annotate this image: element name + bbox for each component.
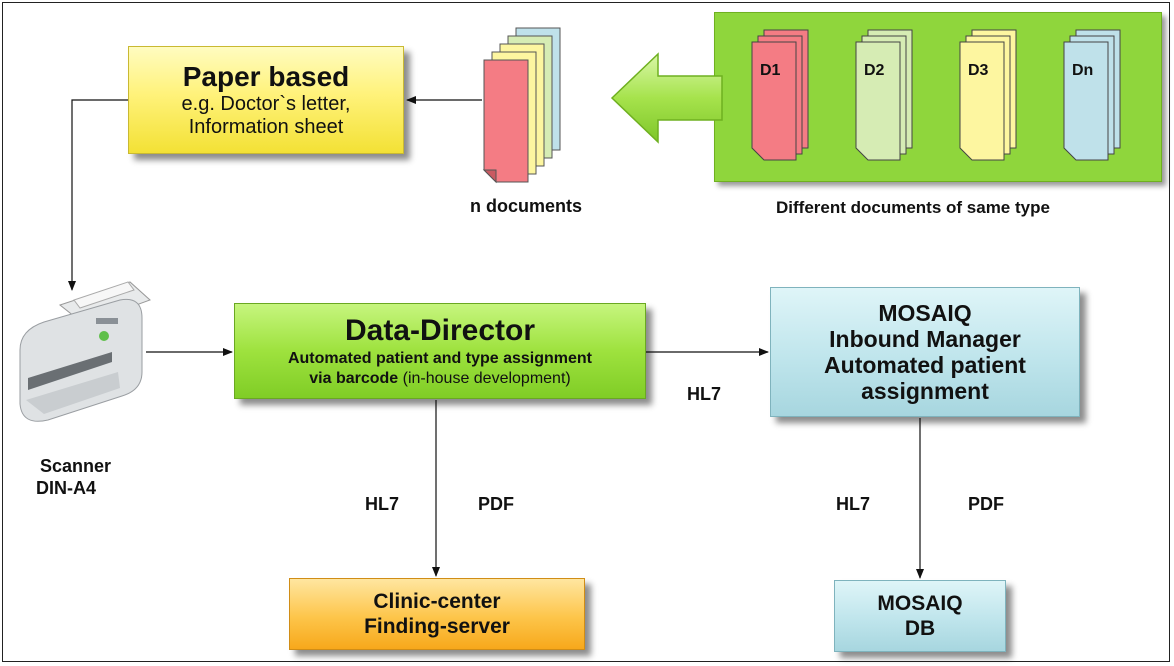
mosaiq-db-box: MOSAIQ DB [834, 580, 1006, 652]
doc-stack-d2 [855, 29, 913, 161]
clinic-center-line2: Finding-server [364, 615, 510, 638]
paper-based-box: Paper based e.g. Doctor`s letter, Inform… [128, 46, 404, 154]
n-documents-label: n documents [470, 196, 583, 216]
data-director-line2-rest: (in-house development) [398, 370, 571, 387]
paper-based-line2: Information sheet [188, 116, 344, 138]
clinic-center-box: Clinic-center Finding-server [289, 578, 585, 650]
mosaiq-line1: MOSAIQ [878, 300, 972, 326]
data-director-line1: Automated patient and type assignment [287, 350, 593, 367]
n-documents-stack [482, 27, 561, 184]
hl7-label-right: HL7 [836, 494, 871, 514]
doc-label-d3: D3 [968, 62, 989, 79]
data-director-box: Data-Director Automated patient and type… [234, 303, 646, 399]
doc-stack-d1 [751, 29, 809, 161]
paper-based-line1: e.g. Doctor`s letter, [181, 93, 351, 115]
data-director-line2-bold: via barcode [309, 370, 399, 387]
hl7-label-top: HL7 [687, 384, 722, 404]
data-director-line2: via barcode (in-house development) [309, 369, 570, 389]
scanner-label-line2: DIN-A4 [36, 478, 97, 498]
doc-label-dn: Dn [1072, 62, 1094, 79]
big-left-arrow [610, 52, 723, 144]
doc-stack-d3 [959, 29, 1017, 161]
mosaiq-db-line1: MOSAIQ [877, 592, 963, 615]
mosaiq-db-line2: DB [904, 617, 936, 640]
mosaiq-line4: assignment [861, 378, 989, 404]
clinic-center-line1: Clinic-center [373, 590, 501, 613]
pdf-label-left: PDF [478, 494, 514, 514]
scanner-icon [19, 281, 151, 422]
hl7-label-left: HL7 [365, 494, 400, 514]
doc-label-d2: D2 [864, 62, 885, 79]
scanner-label-line1: Scanner [40, 456, 112, 476]
pdf-label-right: PDF [968, 494, 1004, 514]
paper-based-title: Paper based [182, 61, 350, 92]
mosaiq-inbound-manager-box: MOSAIQ Inbound Manager Automated patient… [770, 287, 1080, 417]
doc-stack-dn [1063, 29, 1121, 161]
data-director-title: Data-Director [344, 314, 536, 347]
different-documents-label: Different documents of same type [776, 198, 1050, 217]
doc-label-d1: D1 [760, 62, 781, 79]
mosaiq-line2: Inbound Manager [829, 326, 1021, 352]
mosaiq-line3: Automated patient [824, 352, 1026, 378]
